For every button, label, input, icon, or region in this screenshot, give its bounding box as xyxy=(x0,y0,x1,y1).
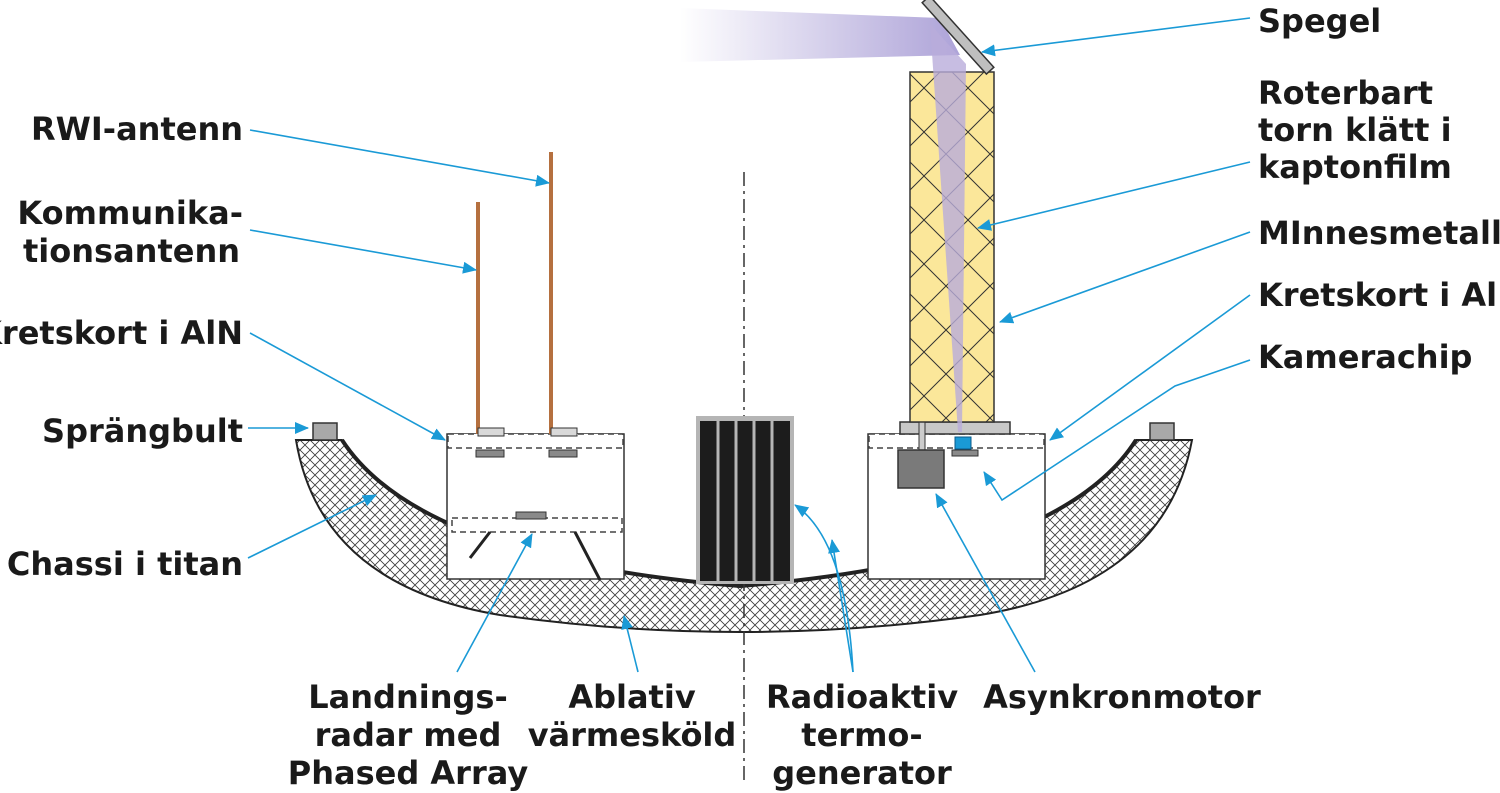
label-landing-radar-line3: Phased Array xyxy=(288,754,529,792)
mirror xyxy=(921,0,995,76)
leader-tower xyxy=(977,161,1251,231)
leader-rtg xyxy=(828,539,854,673)
right-electronics-box xyxy=(867,415,1046,580)
label-memory-metal: MInnesmetall xyxy=(1258,214,1500,252)
leader-radar xyxy=(456,533,533,673)
rwi-antenna-base xyxy=(550,427,578,437)
camera-chip-block xyxy=(954,436,972,450)
rtg-unit xyxy=(696,416,794,584)
leader-rtg-curve xyxy=(794,504,854,673)
label-heat-shield-line1: Ablativ xyxy=(568,678,696,716)
explosive-bolt-right xyxy=(1149,422,1175,441)
label-camera-chip: Kamerachip xyxy=(1258,338,1472,376)
label-heat-shield-line2: värmesköld xyxy=(528,716,737,754)
induction-motor-block xyxy=(897,449,945,489)
comm-antenna-rod xyxy=(476,202,480,434)
label-rwi-antenna: RWI-antenn xyxy=(31,110,243,148)
label-comm-antenna-line1: Kommunika- xyxy=(17,194,243,232)
comm-antenna-base xyxy=(477,427,505,437)
leader-chassis xyxy=(247,494,377,559)
explosive-bolt-left xyxy=(312,422,338,441)
leader-rwi xyxy=(249,129,550,187)
leader-board-right xyxy=(1049,294,1251,441)
label-comm-antenna-line2: tionsantenn xyxy=(23,232,240,270)
label-landing-radar-line1: Landnings- xyxy=(308,678,507,716)
leader-mirror xyxy=(981,17,1251,57)
heat-shield-inner-edge xyxy=(340,438,1138,589)
label-tower-line2: torn klätt i xyxy=(1258,111,1452,149)
label-rtg-line2: termo- xyxy=(801,716,922,754)
left-electronics-box xyxy=(446,433,625,581)
label-tower-line1: Roterbart xyxy=(1258,74,1433,112)
light-beam-internal xyxy=(930,24,966,432)
label-circuit-board-left: Kretskort i AlN xyxy=(0,314,243,352)
label-rtg-line3: generator xyxy=(772,754,952,792)
leader-camera-chip xyxy=(983,359,1251,502)
tower-base-plate xyxy=(899,421,1011,435)
label-induction-motor: Asynkronmotor xyxy=(983,678,1261,716)
label-circuit-board-right: Kretskort i AlN xyxy=(1258,276,1500,314)
light-beam-incoming xyxy=(680,8,960,62)
leader-board-left xyxy=(249,332,446,441)
leader-heat-shield xyxy=(621,615,639,673)
label-tower-line3: kaptonfilm xyxy=(1258,148,1452,186)
label-mirror: Spegel xyxy=(1258,2,1381,40)
label-titanium-chassis: Chassi i titan xyxy=(7,545,243,583)
rwi-antenna-rod xyxy=(549,152,553,434)
leader-memory-metal xyxy=(999,231,1251,324)
label-explosive-bolt: Sprängbult xyxy=(42,412,243,450)
label-landing-radar-line2: radar med xyxy=(315,716,502,754)
leader-comm xyxy=(249,229,477,274)
leader-motor xyxy=(935,493,1036,673)
label-rtg-line1: Radioaktiv xyxy=(766,678,958,716)
